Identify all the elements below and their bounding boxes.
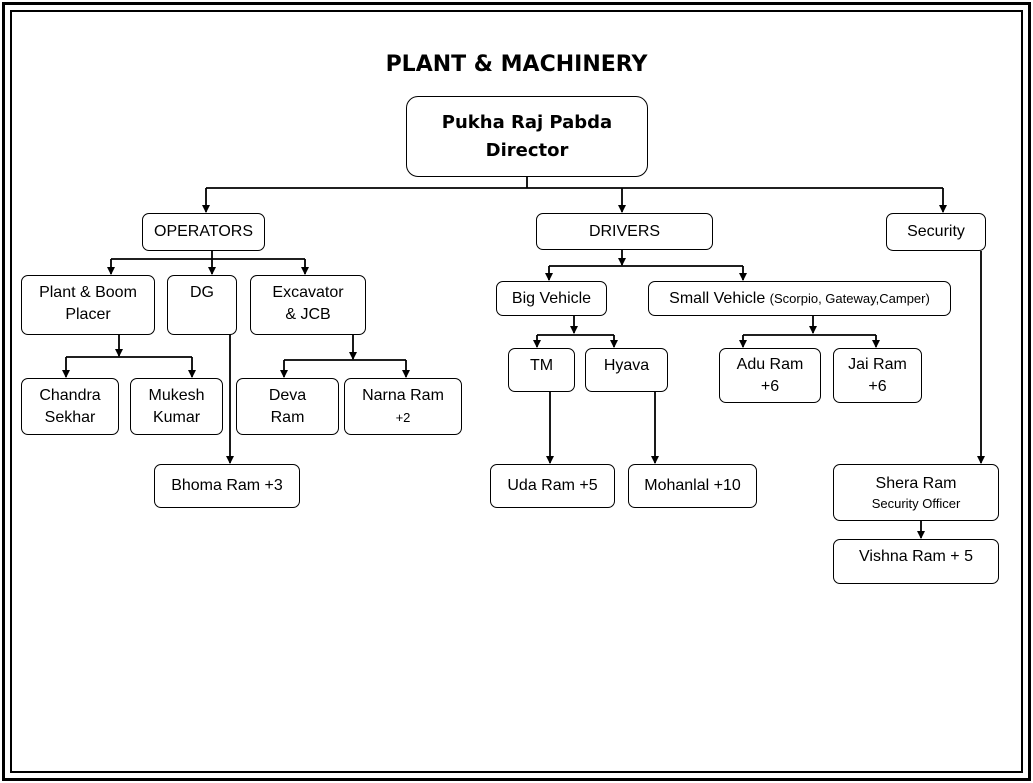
director-box: Pukha Raj Pabda Director bbox=[406, 96, 648, 177]
small-vehicle-box: Small Vehicle (Scorpio, Gateway,Camper) bbox=[648, 281, 951, 316]
bhoma-label: Bhoma Ram +3 bbox=[171, 477, 283, 494]
narna-line1: Narna Ram bbox=[362, 386, 444, 404]
jai-ram-box: Jai Ram +6 bbox=[833, 348, 922, 403]
dg-label: DG bbox=[190, 284, 214, 301]
security-label: Security bbox=[907, 223, 965, 240]
operators-label: OPERATORS bbox=[154, 223, 253, 240]
tm-label: TM bbox=[529, 357, 554, 374]
director-name: Pukha Raj Pabda bbox=[441, 111, 613, 133]
security-box: Security bbox=[886, 213, 986, 251]
shera-ram-box: Shera Ram Security Officer bbox=[833, 464, 999, 521]
bhoma-ram-box: Bhoma Ram +3 bbox=[154, 464, 300, 508]
small-vehicle-label: Small Vehicle bbox=[669, 289, 766, 307]
deva-line1: Deva bbox=[268, 386, 307, 404]
mukesh-kumar-box: Mukesh Kumar bbox=[130, 378, 223, 435]
vishna-label: Vishna Ram + 5 bbox=[859, 548, 973, 565]
small-vehicle-detail: (Scorpio, Gateway,Camper) bbox=[769, 290, 930, 306]
chandra-sekhar-box: Chandra Sekhar bbox=[21, 378, 119, 435]
vishna-ram-box: Vishna Ram + 5 bbox=[833, 539, 999, 584]
jai-line1: Jai Ram bbox=[848, 355, 907, 373]
shera-name: Shera Ram bbox=[875, 474, 957, 492]
drivers-box: DRIVERS bbox=[536, 213, 713, 250]
operators-box: OPERATORS bbox=[142, 213, 265, 251]
deva-line2: Ram bbox=[270, 408, 305, 426]
adu-line1: Adu Ram bbox=[736, 355, 804, 373]
excavator-line1: Excavator bbox=[272, 284, 344, 301]
hyava-box: Hyava bbox=[585, 348, 668, 392]
uda-ram-box: Uda Ram +5 bbox=[490, 464, 615, 508]
jai-line2: +6 bbox=[868, 377, 887, 395]
plant-boom-line2: Placer bbox=[65, 306, 111, 323]
big-vehicle-box: Big Vehicle bbox=[496, 281, 607, 316]
hyava-label: Hyava bbox=[603, 357, 650, 374]
director-role: Director bbox=[485, 139, 569, 161]
adu-line2: +6 bbox=[760, 377, 780, 395]
inner-border bbox=[10, 10, 1023, 773]
uda-label: Uda Ram +5 bbox=[507, 477, 598, 494]
adu-ram-box: Adu Ram +6 bbox=[719, 348, 821, 403]
excavator-jcb-box: Excavator & JCB bbox=[250, 275, 366, 335]
narna-ram-box: Narna Ram +2 bbox=[344, 378, 462, 435]
big-vehicle-label: Big Vehicle bbox=[511, 289, 592, 307]
shera-role: Security Officer bbox=[871, 495, 961, 511]
mukesh-line1: Mukesh bbox=[148, 386, 205, 404]
chandra-line1: Chandra bbox=[39, 386, 101, 404]
mohanlal-label: Mohanlal +10 bbox=[644, 477, 741, 494]
tm-box: TM bbox=[508, 348, 575, 392]
mohanlal-box: Mohanlal +10 bbox=[628, 464, 757, 508]
excavator-line2: & JCB bbox=[285, 306, 331, 323]
narna-line2: +2 bbox=[395, 409, 411, 425]
drivers-label: DRIVERS bbox=[588, 222, 661, 240]
plant-boom-placer-box: Plant & Boom Placer bbox=[21, 275, 155, 335]
chart-title: PLANT & MACHINERY bbox=[385, 52, 648, 77]
dg-box: DG bbox=[167, 275, 237, 335]
mukesh-line2: Kumar bbox=[152, 408, 201, 426]
chandra-line2: Sekhar bbox=[44, 408, 96, 426]
plant-boom-line1: Plant & Boom bbox=[39, 284, 137, 301]
deva-ram-box: Deva Ram bbox=[236, 378, 339, 435]
